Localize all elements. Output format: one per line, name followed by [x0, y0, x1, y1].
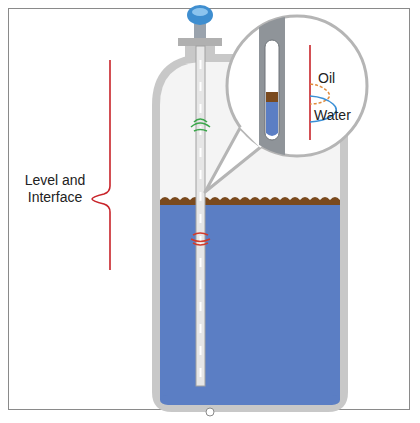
water-bottom [160, 395, 340, 405]
probe-slot [265, 40, 279, 140]
flange [178, 38, 222, 46]
probe-dash [200, 368, 202, 377]
transmitter-head [187, 5, 213, 25]
probe-dash [200, 126, 202, 135]
slot-oil [266, 92, 278, 102]
probe-dash [200, 258, 202, 267]
probe-tube [259, 10, 285, 170]
water-label: Water [314, 107, 351, 124]
probe-dash [200, 214, 202, 223]
slot-water [266, 102, 278, 136]
signal-label: Level and Interface [14, 172, 96, 206]
transmitter-cap [192, 8, 208, 16]
probe-dash [200, 324, 202, 333]
probe-dash [200, 192, 202, 201]
drain [206, 408, 214, 416]
callout-bubble [227, 16, 367, 156]
probe-dash [200, 302, 202, 311]
callout-axis [309, 45, 311, 140]
probe-dash [200, 148, 202, 157]
probe-dash [200, 60, 202, 69]
emitted-pulse [191, 119, 210, 131]
probe-dash [200, 236, 202, 245]
probe-dashes [200, 60, 201, 377]
probe-dash [200, 280, 202, 289]
oil-echo [310, 84, 330, 104]
probe [196, 46, 205, 386]
level-signal-trace [92, 60, 110, 270]
transmitter-neck [194, 24, 206, 38]
oil-label: Oil [318, 70, 335, 87]
frame [9, 9, 410, 410]
probe-dash [200, 346, 202, 355]
probe-dash [200, 104, 202, 113]
reflected-pulse [191, 233, 210, 245]
water [160, 200, 340, 410]
oil-layer [160, 197, 340, 205]
probe-dash [200, 82, 202, 91]
probe-dash [200, 170, 202, 179]
